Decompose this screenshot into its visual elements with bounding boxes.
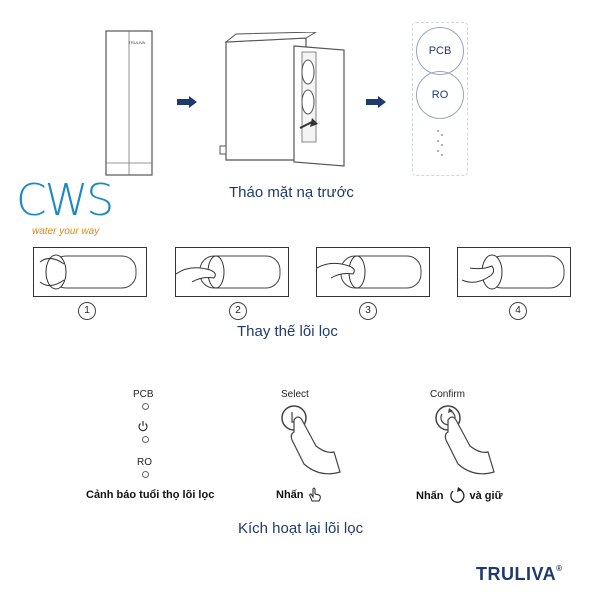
ro-indicator-led <box>142 471 149 478</box>
ro-filter-circle: RO <box>416 71 464 119</box>
arrow-right-icon <box>177 96 197 108</box>
filter-replace-step-4-image <box>457 247 571 297</box>
filter-panel-illustration: PCB RO <box>412 22 468 176</box>
brand-name: TRULIVA <box>476 564 557 584</box>
purifier-front-illustration: TRULIVA <box>105 30 153 176</box>
refresh-icon <box>448 487 466 505</box>
remove-front-cover-caption: Tháo mặt nạ trước <box>229 184 354 201</box>
truliva-brand-logo: TRULIVA® <box>476 564 563 585</box>
step-number-3: 3 <box>359 302 377 320</box>
confirm-hand-illustration <box>432 402 502 482</box>
pcb-filter-label: PCB <box>428 45 452 57</box>
step-number-4: 4 <box>509 302 527 320</box>
hold-suffix-label: và giữ <box>469 490 503 502</box>
power-icon <box>137 420 149 432</box>
filter-replace-step-2-image <box>175 247 289 297</box>
ro-indicator-label: RO <box>137 457 152 468</box>
pcb-indicator-led <box>142 403 149 410</box>
filter-life-warning-label: Cảnh báo tuổi thọ lõi lọc <box>86 489 215 501</box>
press-hold-instruction: Nhấn và giữ <box>416 487 503 505</box>
press-hold-label: Nhấn <box>416 490 444 502</box>
step-number-2: 2 <box>229 302 247 320</box>
ro-filter-label: RO <box>431 89 449 101</box>
panel-indicator-dots <box>435 127 445 163</box>
power-indicator-led <box>142 436 149 443</box>
cws-logo-text: CWS <box>16 175 114 226</box>
confirm-button-label: Confirm <box>430 389 466 400</box>
cws-logo: CWS water your way <box>16 178 126 244</box>
purifier-open-illustration <box>216 32 356 172</box>
reactivate-filter-caption: Kích hoạt lại lõi lọc <box>238 520 364 537</box>
select-button-label: Select <box>281 389 309 400</box>
pcb-indicator-label: PCB <box>133 389 154 400</box>
select-hand-illustration <box>278 402 348 482</box>
replace-filter-caption: Thay thế lõi lọc <box>237 323 338 340</box>
hand-pointer-icon <box>307 487 323 503</box>
pcb-filter-circle: PCB <box>416 27 464 75</box>
press-label: Nhấn <box>276 489 304 501</box>
registered-mark: ® <box>556 564 563 573</box>
press-instruction: Nhấn <box>276 487 323 503</box>
arrow-right-icon <box>366 96 386 108</box>
filter-replace-step-1-image <box>33 247 147 297</box>
cws-tagline: water your way <box>32 226 100 237</box>
filter-replace-step-3-image <box>316 247 430 297</box>
step-number-1: 1 <box>78 302 96 320</box>
purifier-logo-text: TRULIVA <box>128 40 145 45</box>
